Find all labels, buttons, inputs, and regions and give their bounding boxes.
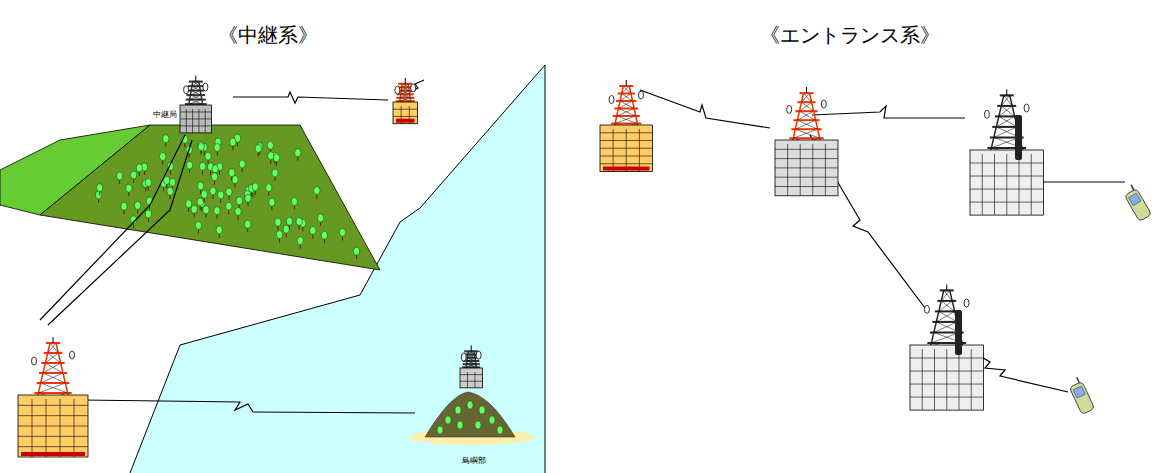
mountain (40, 125, 380, 270)
base-station (970, 89, 1044, 215)
place-label: 中継局 (153, 102, 177, 121)
radio-link (410, 80, 424, 92)
panel-title: 《中継系》 (218, 22, 318, 49)
place-label: 島嶼部 (462, 448, 486, 467)
island (410, 392, 534, 445)
mobile-phone (1121, 183, 1151, 221)
panel-title-text: 《エントランス系》 (760, 22, 940, 49)
radio-station (775, 87, 838, 196)
radio-link (812, 106, 965, 118)
radio-link (978, 355, 1068, 392)
radio-link (40, 135, 185, 320)
base-station (910, 284, 984, 410)
radio-link (82, 400, 415, 413)
mobile-phone (1067, 376, 1095, 415)
radio-station (393, 78, 418, 124)
island-station (460, 345, 482, 387)
trees (95, 134, 359, 259)
relay-station (180, 76, 212, 133)
radio-link (640, 90, 770, 128)
radio-link (233, 92, 388, 103)
radio-station (18, 337, 88, 457)
panel-title-text: 《中継系》 (218, 22, 318, 49)
radio-station (600, 80, 653, 172)
sea (130, 65, 545, 473)
place-label-text: 島嶼部 (462, 455, 486, 466)
radio-link (48, 140, 192, 325)
coastline (130, 65, 545, 473)
place-label-text: 中継局 (153, 109, 177, 120)
panel-title: 《エントランス系》 (760, 22, 940, 49)
